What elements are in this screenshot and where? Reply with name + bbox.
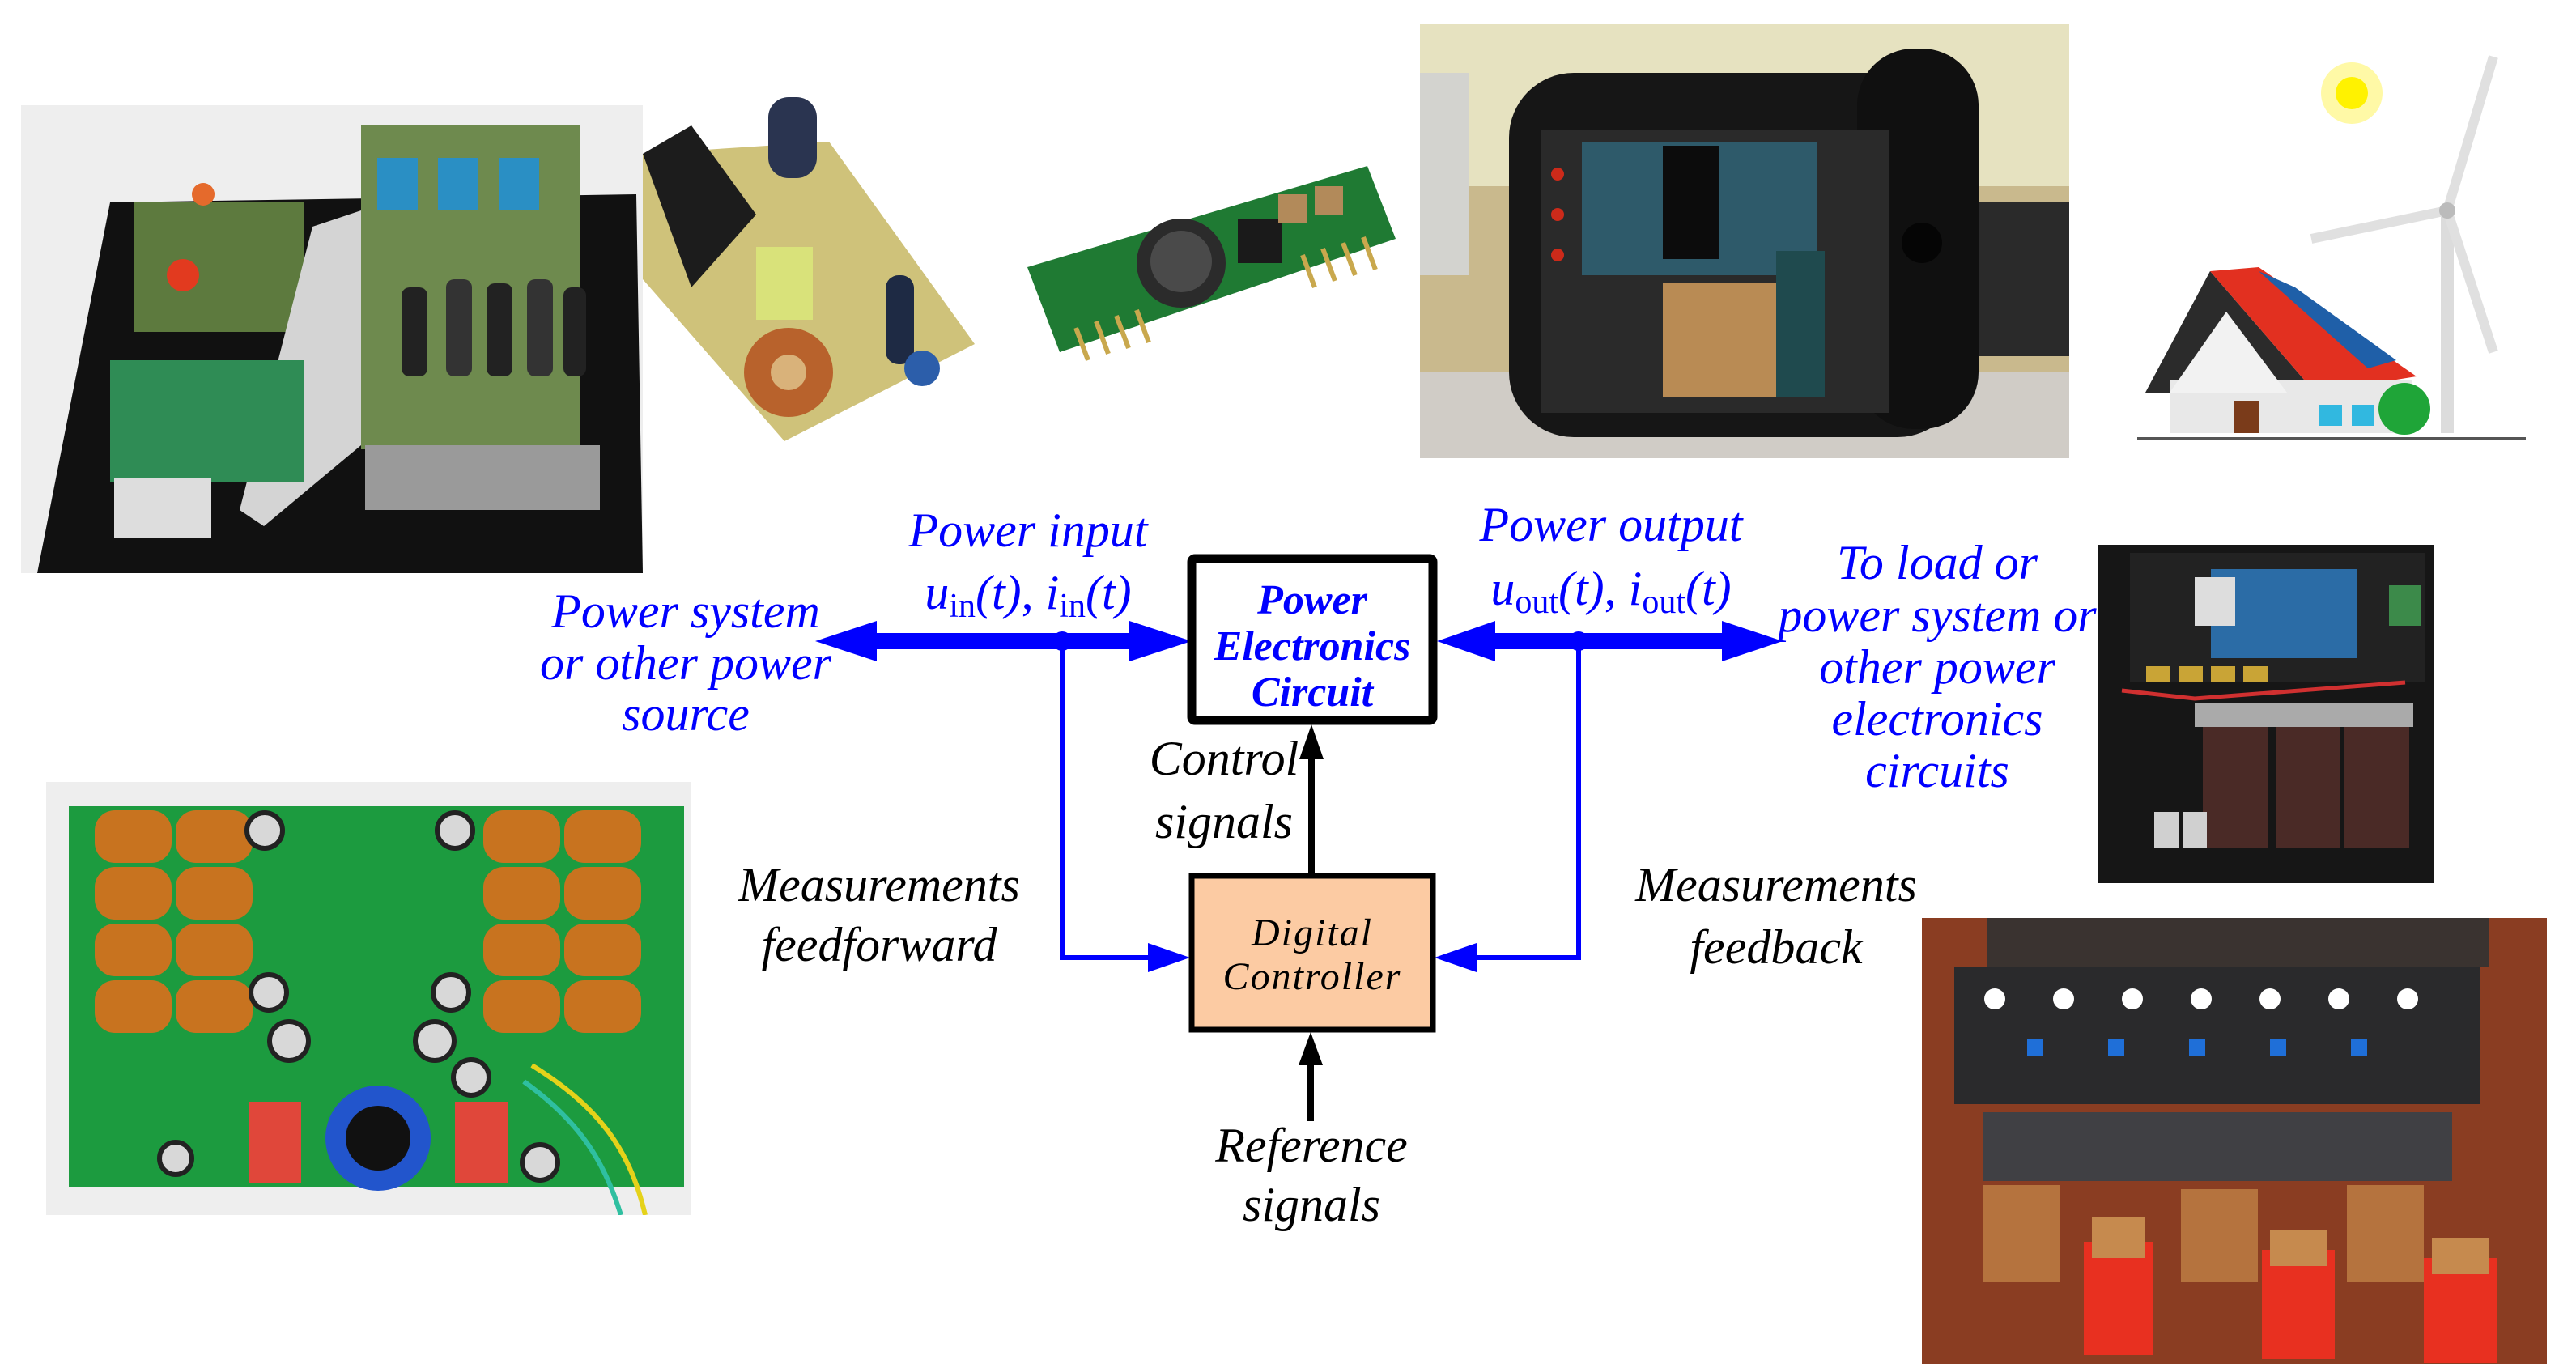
input-voltage-arg: (t) xyxy=(976,566,1022,619)
source-label: Power system or other power source xyxy=(540,584,832,741)
input-current-symbol: i xyxy=(1046,566,1060,619)
controller-label-line2: Controller xyxy=(1223,955,1402,998)
control-label-line1: Control xyxy=(1150,732,1299,785)
output-voltage-symbol: u xyxy=(1490,562,1515,615)
load-label-line1: To load or xyxy=(1837,536,2038,589)
control-signal-line xyxy=(1308,757,1315,876)
photo-transformer-assembly xyxy=(1922,918,2547,1364)
control-arrow-icon xyxy=(1299,724,1324,759)
power-input-formula: uin(t), iin(t) xyxy=(925,566,1131,625)
photo-converter-cabinet xyxy=(1420,24,2069,458)
output-current-subscript: out xyxy=(1642,584,1685,621)
output-current-symbol: i xyxy=(1629,562,1643,615)
controller-label-line1: Digital xyxy=(1251,911,1373,954)
arrow-to-load-icon xyxy=(1722,621,1783,661)
reference-signal-line xyxy=(1307,1063,1314,1121)
load-label-line3: other power xyxy=(1819,640,2055,694)
power-electronics-circuit-block xyxy=(1187,554,1438,725)
reference-arrow-icon xyxy=(1299,1032,1323,1065)
digital-controller-block xyxy=(1188,873,1436,1033)
load-label: To load or power system or other power e… xyxy=(1775,536,2097,797)
power-input-title: Power input xyxy=(908,504,1149,557)
feedforward-label-line1: Measurements xyxy=(738,858,1020,911)
photo-dc-dc-module xyxy=(1027,166,1420,364)
feedback-label-line2: feedback xyxy=(1690,920,1864,974)
feedback-label-line1: Measurements xyxy=(1634,858,1917,911)
load-label-line4: electronics xyxy=(1831,692,2043,746)
load-label-line2: power system or xyxy=(1775,589,2097,642)
photo-open-frame-psu xyxy=(643,77,991,449)
feedback-line xyxy=(1475,641,1581,960)
input-current-subscript: in xyxy=(1059,588,1086,625)
feedforward-arrow-icon xyxy=(1148,943,1190,972)
arrow-to-circuit-icon xyxy=(1129,621,1192,661)
photo-inverter-cabinet xyxy=(2098,545,2434,883)
arrow-from-load-icon xyxy=(1437,621,1495,661)
source-label-line1: Power system xyxy=(550,584,820,638)
input-power-line xyxy=(877,633,1129,649)
photo-emi-filter-board xyxy=(46,782,691,1215)
load-label-line5: circuits xyxy=(1865,744,2009,797)
circuit-label-line2: Electronics xyxy=(1214,623,1411,669)
feedback-arrow-icon xyxy=(1435,943,1477,972)
source-label-line2: or other power xyxy=(540,636,832,690)
photo-lab-converter-board xyxy=(21,105,643,573)
feedforward-label-line2: feedforward xyxy=(761,918,997,971)
input-voltage-subscript: in xyxy=(949,588,976,625)
output-sep: , xyxy=(1605,562,1629,615)
arrow-to-source-icon xyxy=(815,621,877,661)
control-label-line2: signals xyxy=(1155,795,1293,848)
input-current-arg: (t) xyxy=(1086,566,1132,619)
photo-house-solar-wind xyxy=(2137,45,2534,453)
circuit-label-line3: Circuit xyxy=(1252,669,1375,716)
circuit-label-line1: Power xyxy=(1256,577,1368,623)
power-output-title: Power output xyxy=(1479,498,1744,551)
input-voltage-symbol: u xyxy=(925,566,949,619)
reference-label-line1: Reference xyxy=(1214,1119,1408,1172)
source-label-line3: source xyxy=(622,687,750,741)
reference-label-line2: signals xyxy=(1243,1178,1380,1231)
output-voltage-subscript: out xyxy=(1515,584,1558,621)
feedforward-line xyxy=(1060,641,1150,960)
output-voltage-arg: (t) xyxy=(1558,562,1605,615)
power-output-formula: uout(t), iout(t) xyxy=(1490,562,1731,621)
output-current-arg: (t) xyxy=(1685,562,1732,615)
output-power-line xyxy=(1495,633,1722,649)
input-sep: , xyxy=(1022,566,1046,619)
